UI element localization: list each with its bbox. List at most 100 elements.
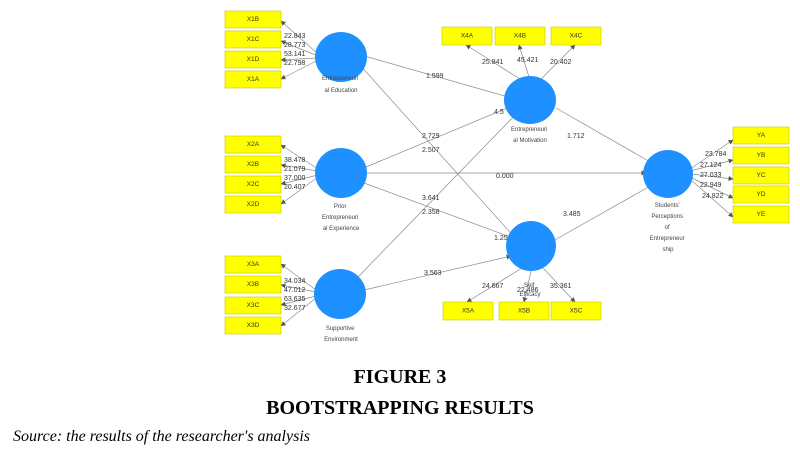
weight-value: 37.000 — [284, 175, 306, 182]
path-mot-perc — [555, 107, 653, 164]
indicator-x1b: X1B — [224, 10, 282, 29]
path-coefficient-values: 1.599 4.5 2.729 2.507 1.712 0.000 3.641 … — [422, 73, 585, 277]
svg-text:X5A: X5A — [462, 308, 475, 315]
weight-value: 24.667 — [482, 283, 504, 290]
svg-text:X2D: X2D — [247, 201, 260, 208]
path-supp-mot — [356, 109, 521, 279]
svg-text:X2A: X2A — [247, 141, 260, 148]
weight-value: 22.949 — [700, 182, 722, 189]
link-x4a — [465, 44, 521, 80]
indicator-x3c: X3C — [224, 296, 282, 315]
svg-text:X3D: X3D — [247, 322, 260, 329]
svg-text:X2C: X2C — [247, 181, 260, 188]
indicator-x2b: X2B — [224, 155, 282, 174]
figure-number: FIGURE 3 — [353, 366, 447, 388]
weight-value: 23.784 — [705, 151, 727, 158]
weight-value: 34.034 — [284, 278, 306, 285]
weight-value: 22.798 — [284, 60, 306, 67]
weight-value: 20.407 — [284, 184, 306, 191]
weight-value: 47.012 — [284, 287, 306, 294]
path-edu-mot — [360, 54, 516, 101]
svg-text:X1C: X1C — [247, 36, 260, 43]
label-self-efficacy: Self Efficacy — [520, 283, 541, 298]
weight-value: 21.079 — [284, 166, 306, 173]
link-x3c — [280, 295, 317, 307]
coef-edu-mot: 1.599 — [426, 73, 444, 80]
measurement-paths — [280, 20, 734, 327]
figure-title: BOOTSTRAPPING RESULTS — [266, 397, 534, 419]
weight-value: 63.635 — [284, 296, 306, 303]
label-prior-entrepreneurial-experience: Prior Entrepreneuri al Experience — [322, 204, 360, 232]
construct-labels: Entrepreneuri al Education Prior Entrepr… — [322, 76, 687, 343]
weight-value: 27.124 — [700, 162, 722, 169]
indicator-x4b: X4B — [494, 26, 546, 46]
svg-text:X3C: X3C — [247, 302, 260, 309]
link-x1c — [280, 40, 319, 57]
constructs — [314, 32, 693, 319]
indicators: X1B X1C X1D X1A X2A X2B X2C X2D X3A X3B … — [224, 10, 790, 335]
link-ye — [689, 178, 734, 218]
figure-source: Source: the results of the researcher's … — [13, 428, 310, 445]
indicator-x2a: X2A — [224, 135, 282, 154]
indicator-x4c: X4C — [550, 26, 602, 46]
weight-value: 53.141 — [284, 51, 306, 58]
svg-text:YB: YB — [757, 152, 766, 159]
path-edu-self — [358, 63, 518, 241]
coef-self-perc: 3.485 — [563, 211, 581, 218]
svg-text:X1A: X1A — [247, 76, 260, 83]
link-yc — [690, 173, 734, 181]
link-x1a — [280, 59, 319, 80]
svg-text:X1B: X1B — [247, 16, 259, 23]
indicator-x1d: X1D — [224, 50, 282, 69]
indicator-yc: YC — [732, 166, 790, 185]
link-x5c — [542, 267, 576, 303]
svg-text:X4C: X4C — [570, 33, 583, 40]
indicator-x3b: X3B — [224, 275, 282, 294]
weight-value: 25.841 — [482, 59, 504, 66]
construct-supportive-environment — [314, 269, 366, 319]
link-x2a — [280, 144, 319, 170]
construct-entrepreneurial-motivation — [504, 76, 556, 124]
path-self-perc — [552, 184, 653, 242]
svg-text:X3A: X3A — [247, 261, 260, 268]
construct-entrepreneurial-education — [315, 32, 367, 82]
coef-supp-self: 3.563 — [424, 270, 442, 277]
link-x3b — [280, 283, 317, 293]
coef-prior-mot: 2.729 — [422, 133, 440, 140]
link-yb — [689, 158, 734, 172]
indicator-x3a: X3A — [224, 255, 282, 274]
label-entrepreneurial-education: Entrepreneuri al Education — [322, 76, 360, 94]
link-x2b — [280, 163, 319, 172]
link-x2c — [280, 174, 319, 186]
label-students-perceptions: Students' Perceptions of Entrepreneur sh… — [650, 203, 687, 253]
weight-value: 24.822 — [702, 193, 724, 200]
construct-prior-entrepreneurial-experience — [315, 148, 367, 198]
weight-value: 45.421 — [517, 57, 539, 64]
weight-value: 28.773 — [284, 42, 306, 49]
link-ya — [689, 139, 734, 170]
link-x4c — [540, 44, 576, 80]
weight-value: 38.478 — [284, 157, 306, 164]
indicator-x2c: X2C — [224, 175, 282, 194]
label-supportive-environment: Supportive Environment — [324, 326, 358, 343]
svg-text:X1D: X1D — [247, 56, 260, 63]
indicator-yb: YB — [732, 146, 790, 165]
link-x3d — [280, 297, 317, 327]
svg-text:X2B: X2B — [247, 161, 259, 168]
weight-value: 32.677 — [284, 305, 306, 312]
indicator-x1c: X1C — [224, 30, 282, 49]
outer-weight-values: 22.843 28.773 53.141 22.798 38.478 21.07… — [284, 33, 727, 312]
svg-text:YA: YA — [757, 132, 766, 139]
svg-text:X3B: X3B — [247, 281, 259, 288]
svg-text:X5B: X5B — [518, 308, 530, 315]
indicator-x5a: X5A — [442, 301, 494, 321]
weight-value: 27.033 — [700, 172, 722, 179]
svg-text:X4B: X4B — [514, 33, 526, 40]
indicator-x5b: X5B — [498, 301, 550, 321]
construct-self-efficacy — [506, 221, 556, 271]
weight-value: 22.843 — [284, 33, 306, 40]
coef-mot-self: 4.5 — [494, 109, 504, 116]
link-x2d — [280, 176, 319, 205]
structural-paths — [356, 54, 653, 291]
link-x5b — [522, 270, 532, 303]
